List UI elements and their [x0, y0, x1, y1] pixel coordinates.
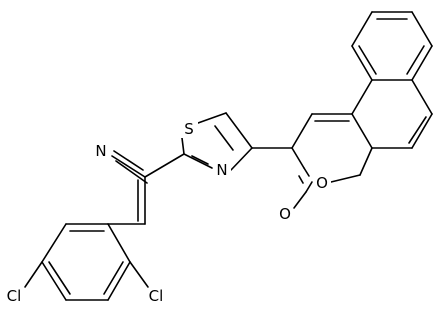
- carbonyl-oxygen-label: O: [279, 205, 291, 223]
- chlorine-left-label: Cl: [7, 287, 22, 305]
- acrylonitrile-linker: [107, 150, 185, 225]
- thiazole-ring: [181, 112, 293, 171]
- nitrile-nitrogen-label: N: [95, 142, 106, 160]
- naphthalene-ring: [351, 11, 433, 149]
- chlorine-right-label: Cl: [149, 287, 164, 305]
- pyranone-oxygen-label: O: [316, 174, 328, 192]
- thiazole-sulfur-label: S: [184, 120, 194, 138]
- dichlorophenyl-ring: [24, 223, 149, 301]
- thiazole-nitrogen-label: N: [216, 161, 227, 179]
- pyranone-ring: [291, 113, 373, 193]
